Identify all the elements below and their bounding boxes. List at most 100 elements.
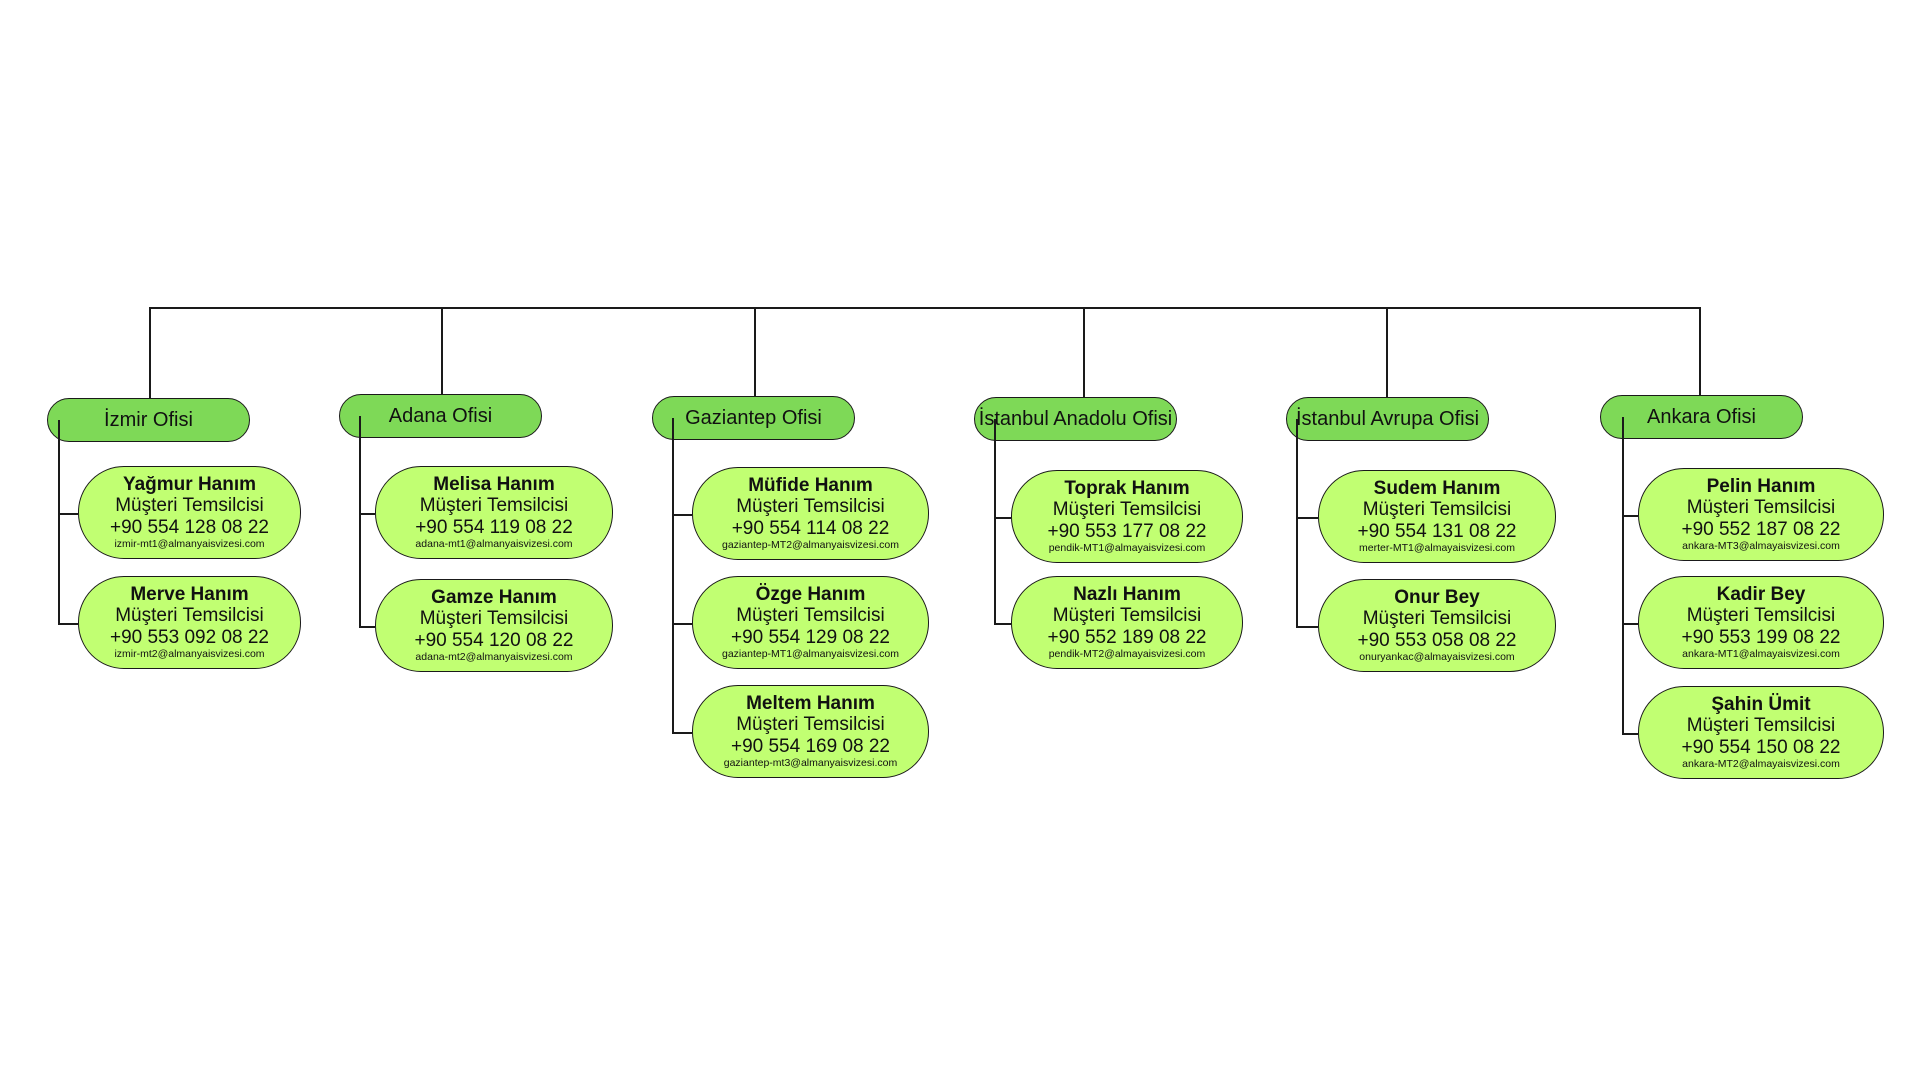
person-name: Gamze Hanım — [431, 587, 557, 609]
person-email: adana-mt2@almanyaisvizesi.com — [415, 651, 573, 664]
person-name: Kadir Bey — [1716, 584, 1806, 606]
person-branch-line — [58, 622, 78, 625]
person-branch-line — [994, 516, 1011, 519]
person-name: Meltem Hanım — [746, 693, 875, 715]
person-role: Müşteri Temsilcisi — [115, 495, 264, 517]
person-phone: +90 554 169 08 22 — [730, 735, 890, 757]
person-phone: +90 553 058 08 22 — [1357, 629, 1517, 651]
office-node: Ankara Ofisi — [1600, 395, 1803, 439]
person-name: Müfide Hanım — [748, 475, 873, 497]
person-role: Müşteri Temsilcisi — [115, 605, 264, 627]
person-role: Müşteri Temsilcisi — [1052, 605, 1202, 627]
office-trunk-line — [754, 307, 756, 396]
office-spine-line — [1296, 419, 1298, 627]
person-email: merter-MT1@almayaisvizesi.com — [1359, 542, 1515, 555]
person-role: Müşteri Temsilcisi — [419, 608, 569, 630]
office-trunk-line — [1083, 307, 1085, 397]
person-phone: +90 554 131 08 22 — [1357, 520, 1517, 542]
person-role: Müşteri Temsilcisi — [1362, 608, 1512, 630]
person-email: onuryankac@almayaisvizesi.com — [1359, 651, 1515, 664]
office-trunk-line — [441, 307, 443, 394]
person-phone: +90 554 129 08 22 — [730, 626, 890, 648]
office-node: İstanbul Anadolu Ofisi — [974, 397, 1177, 441]
person-name: Şahin Ümit — [1711, 694, 1811, 716]
person-phone: +90 554 128 08 22 — [109, 516, 269, 538]
person-branch-line — [1296, 516, 1318, 519]
person-name: Nazlı Hanım — [1073, 584, 1181, 606]
person-name: Özge Hanım — [755, 584, 866, 606]
office-node: Gaziantep Ofisi — [652, 396, 855, 440]
person-email: gaziantep-mt3@almanyaisvizesi.com — [723, 757, 898, 770]
office-trunk-line — [1699, 307, 1701, 395]
person-role: Müşteri Temsilcisi — [419, 495, 569, 517]
person-phone: +90 554 150 08 22 — [1681, 736, 1841, 758]
person-email: ankara-MT2@almayaisvizesi.com — [1682, 758, 1840, 771]
office-node: İzmir Ofisi — [47, 398, 250, 442]
person-role: Müşteri Temsilcisi — [1052, 499, 1202, 521]
person-email: pendik-MT1@almayaisvizesi.com — [1048, 542, 1206, 555]
person-branch-line — [58, 512, 78, 515]
person-role: Müşteri Temsilcisi — [1686, 715, 1836, 737]
office-spine-line — [58, 420, 60, 624]
person-branch-line — [672, 622, 692, 625]
person-phone: +90 554 120 08 22 — [414, 629, 574, 651]
person-branch-line — [1296, 625, 1318, 628]
person-name: Melisa Hanım — [433, 474, 555, 496]
person-phone: +90 554 119 08 22 — [415, 516, 573, 538]
office-node: Adana Ofisi — [339, 394, 542, 438]
person-name: Toprak Hanım — [1064, 478, 1190, 500]
person-email: pendik-MT2@almayaisvizesi.com — [1048, 648, 1206, 661]
person-email: izmir-mt2@almanyaisvizesi.com — [114, 648, 265, 661]
person-branch-line — [359, 512, 375, 515]
person-name: Onur Bey — [1394, 587, 1480, 609]
office-node: İstanbul Avrupa Ofisi — [1286, 397, 1489, 441]
person-branch-line — [1622, 732, 1638, 735]
person-email: ankara-MT1@almayaisvizesi.com — [1682, 648, 1840, 661]
person-email: izmir-mt1@almanyaisvizesi.com — [114, 538, 265, 551]
person-email: gaziantep-MT2@almanyaisvizesi.com — [722, 539, 899, 552]
person-role: Müşteri Temsilcisi — [1686, 605, 1836, 627]
person-email: adana-mt1@almanyaisvizesi.com — [415, 538, 573, 551]
person-branch-line — [359, 625, 375, 628]
person-phone: +90 554 114 08 22 — [731, 517, 890, 539]
person-name: Sudem Hanım — [1373, 478, 1501, 500]
person-branch-line — [672, 513, 692, 516]
person-name: Pelin Hanım — [1706, 476, 1816, 498]
person-branch-line — [672, 731, 692, 734]
office-spine-line — [359, 416, 361, 627]
person-role: Müşteri Temsilcisi — [1362, 499, 1512, 521]
person-phone: +90 553 177 08 22 — [1047, 520, 1207, 542]
person-phone: +90 552 187 08 22 — [1681, 518, 1841, 540]
person-role: Müşteri Temsilcisi — [1686, 497, 1836, 519]
office-trunk-line — [1386, 307, 1388, 397]
office-trunk-line — [149, 307, 151, 398]
person-name: Merve Hanım — [130, 584, 249, 606]
office-spine-line — [994, 419, 996, 624]
person-phone: +90 553 092 08 22 — [109, 626, 269, 648]
person-phone: +90 552 189 08 22 — [1047, 626, 1207, 648]
person-branch-line — [1622, 514, 1638, 517]
person-role: Müşteri Temsilcisi — [736, 714, 885, 736]
person-role: Müşteri Temsilcisi — [736, 605, 885, 627]
office-spine-line — [1622, 417, 1624, 734]
person-role: Müşteri Temsilcisi — [736, 496, 885, 518]
person-phone: +90 553 199 08 22 — [1681, 626, 1841, 648]
person-branch-line — [994, 622, 1011, 625]
office-spine-line — [672, 418, 674, 733]
top-connector-line — [149, 307, 1701, 309]
